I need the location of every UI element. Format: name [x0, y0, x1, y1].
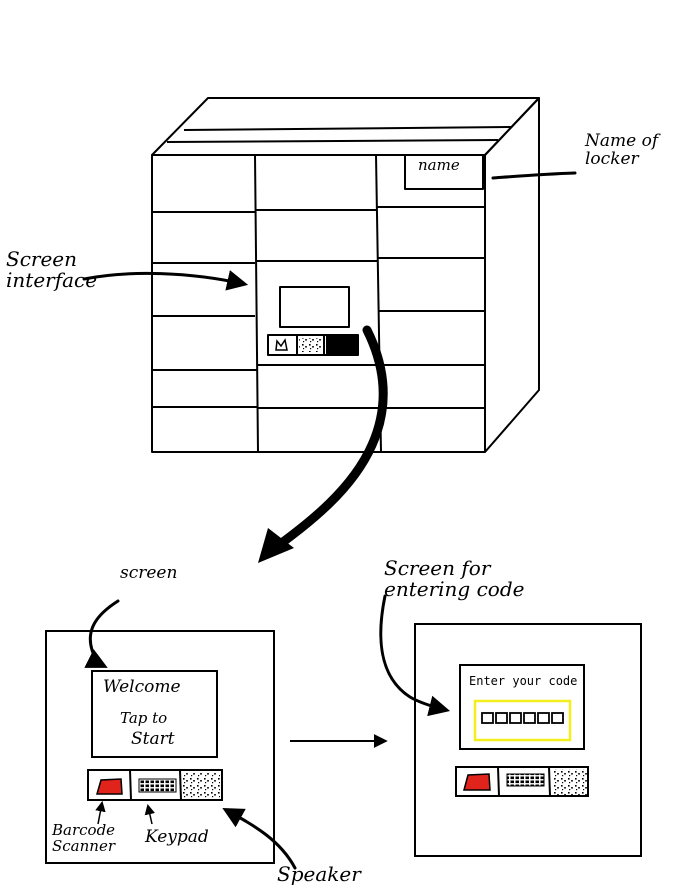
speaker-icon: [552, 769, 587, 795]
keypad-arrow: [144, 803, 155, 825]
code-entry-boxes[interactable]: [481, 712, 564, 724]
keypad-icon: [506, 773, 545, 787]
start-text[interactable]: Start: [131, 729, 175, 749]
locker-front-face: [151, 154, 486, 453]
locker-side-face: [484, 97, 540, 453]
locker-mini-controls: [267, 334, 359, 356]
name-of-locker-pointer: [491, 171, 577, 180]
welcome-control-strip: [87, 769, 223, 801]
locker-nameplate: [404, 154, 484, 190]
screen-for-entering-code-label: Screen for entering code: [384, 556, 525, 601]
welcome-panel: [45, 630, 275, 864]
code-control-strip: [455, 766, 589, 797]
code-entry-highlight: [473, 699, 572, 742]
locker-mini-screen: [279, 286, 350, 328]
locker-cabinet: [151, 97, 540, 453]
enter-code-prompt: Enter your code: [469, 674, 578, 688]
code-digit-box[interactable]: [523, 712, 536, 724]
speaker-arrow: [222, 807, 297, 870]
screen-interface-label: Screen interface: [6, 247, 98, 292]
barcode-scanner-icon: [96, 778, 123, 795]
barcode-scanner-arrow: [95, 800, 106, 825]
screen-label: screen: [120, 563, 178, 583]
screen-arrow: [84, 599, 120, 668]
barcode-scanner-icon: [463, 773, 491, 791]
zoom-in-arrowhead: [258, 528, 294, 563]
code-digit-box[interactable]: [495, 712, 508, 724]
code-screen: [459, 664, 585, 750]
welcome-screen: [91, 670, 218, 758]
code-digit-box[interactable]: [551, 712, 564, 724]
code-screen-arrow: [379, 594, 451, 717]
welcome-text: Welcome: [103, 677, 181, 697]
code-digit-box[interactable]: [537, 712, 550, 724]
code-digit-box[interactable]: [509, 712, 522, 724]
keypad-icon: [138, 778, 177, 793]
locker-mini-control-details: [275, 336, 357, 354]
code-panel: [414, 623, 642, 857]
keypad-label: Keypad: [145, 827, 209, 847]
name-of-locker-label: Name of locker: [585, 131, 659, 169]
code-panel-frame: [414, 623, 642, 857]
zoom-in-arrow: [270, 325, 388, 553]
barcode-scanner-label: Barcode Scanner: [52, 821, 116, 855]
speaker-icon: [183, 773, 220, 798]
welcome-controls: [96, 773, 220, 798]
speaker-label: Speaker: [277, 862, 361, 886]
locker-nameplate-text: name: [418, 156, 460, 174]
tap-to-text[interactable]: Tap to: [120, 709, 168, 727]
code-digit-box[interactable]: [481, 712, 494, 724]
code-controls: [463, 769, 587, 795]
screen-interface-arrow: [82, 270, 249, 291]
welcome-panel-frame: [45, 630, 275, 864]
